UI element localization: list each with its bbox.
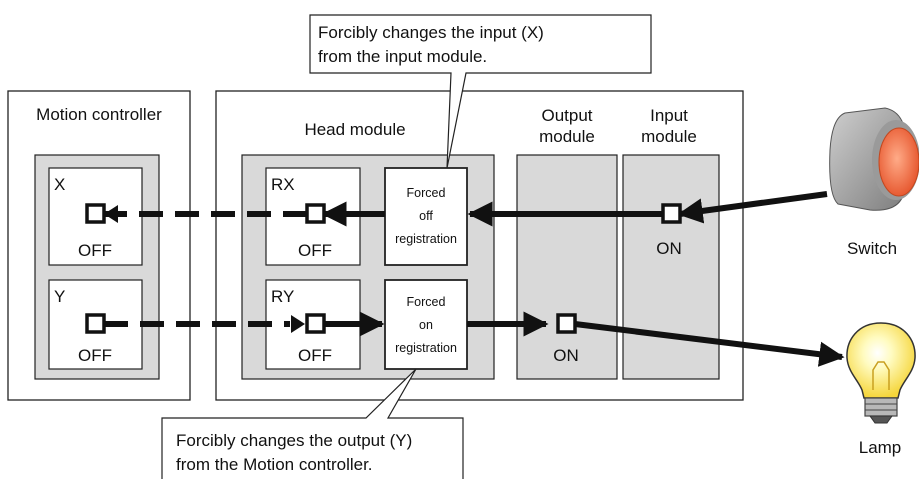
top-callout-line2: from the input module. — [318, 47, 487, 66]
input-module-title-line2: module — [641, 127, 697, 146]
bottom-callout-line1: Forcibly changes the output (Y) — [176, 431, 412, 450]
x-terminal — [87, 205, 104, 222]
light-bulb-icon — [847, 323, 915, 423]
y-device-label: Y — [54, 287, 65, 306]
output-module-state: ON — [553, 346, 579, 365]
forced-on-line2: on — [419, 318, 433, 332]
output-terminal — [558, 315, 575, 332]
input-module-title-line1: Input — [650, 106, 688, 125]
output-module-title-line1: Output — [541, 106, 592, 125]
forced-on-line3: registration — [395, 341, 457, 355]
lamp-label: Lamp — [859, 438, 902, 457]
ry-device-state: OFF — [298, 346, 332, 365]
bottom-callout-line2: from the Motion controller. — [176, 455, 373, 474]
ry-terminal — [307, 315, 324, 332]
top-callout-line1: Forcibly changes the input (X) — [318, 23, 544, 42]
motion-controller: Motion controller X OFF Y OFF — [8, 91, 190, 400]
rx-device-label: RX — [271, 175, 295, 194]
head-module: Head module RX OFF RY OFF Forced off reg… — [242, 120, 494, 379]
push-button-switch-icon — [830, 108, 919, 210]
switch-label: Switch — [847, 239, 897, 258]
forced-off-line2: off — [419, 209, 433, 223]
forced-on-line1: Forced — [407, 295, 446, 309]
forced-off-line3: registration — [395, 232, 457, 246]
output-module-title-line2: module — [539, 127, 595, 146]
input-module-state: ON — [656, 239, 682, 258]
input-terminal — [663, 205, 680, 222]
y-device-state: OFF — [78, 346, 112, 365]
input-module-panel — [623, 155, 719, 379]
head-module-title: Head module — [304, 120, 405, 139]
ry-device-label: RY — [271, 287, 294, 306]
rx-terminal — [307, 205, 324, 222]
rx-device-state: OFF — [298, 241, 332, 260]
motion-controller-title: Motion controller — [36, 105, 162, 124]
x-device-state: OFF — [78, 241, 112, 260]
y-terminal — [87, 315, 104, 332]
x-device-label: X — [54, 175, 65, 194]
forced-off-line1: Forced — [407, 186, 446, 200]
